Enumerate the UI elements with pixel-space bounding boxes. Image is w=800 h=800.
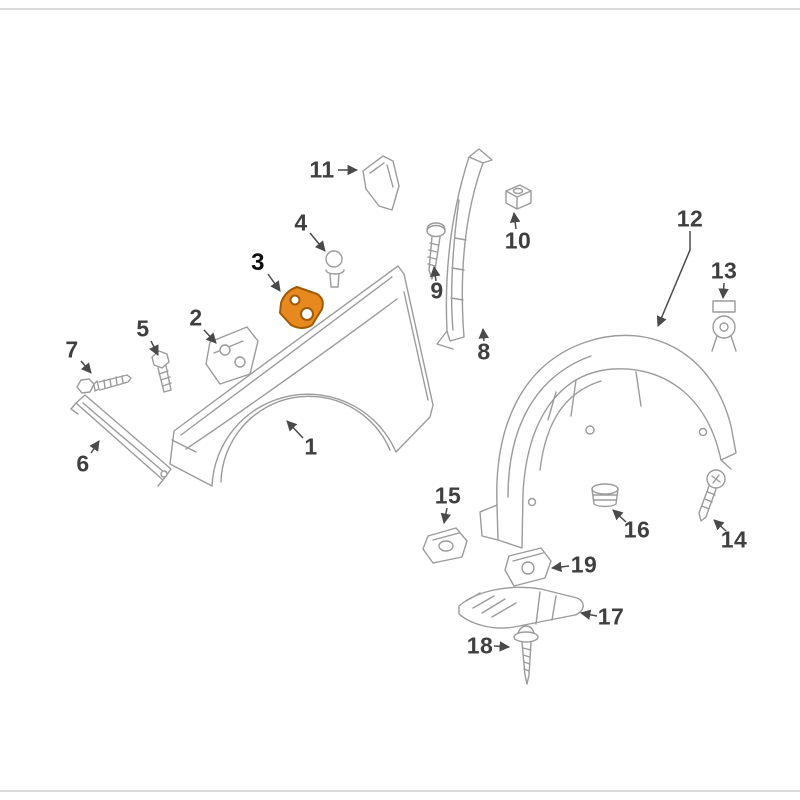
- part-label-12: 12: [676, 205, 704, 232]
- rivet-4-drawing: [325, 250, 345, 288]
- leader-line-10: [509, 211, 521, 230]
- leader-line-3: [267, 273, 281, 292]
- part-label-4: 4: [294, 209, 308, 236]
- fender-panel-drawing: [169, 265, 434, 487]
- clamp-19-drawing: [504, 547, 552, 587]
- leader-line-1: [286, 420, 304, 439]
- strip-6-drawing: [70, 394, 172, 487]
- bracket-3-highlighted-drawing: [279, 286, 324, 329]
- nut-10-drawing: [505, 184, 532, 210]
- leader-line-18: [493, 641, 511, 652]
- clamp-15-drawing: [422, 527, 468, 564]
- bracket-11-drawing: [362, 155, 400, 211]
- part-label-17: 17: [597, 603, 625, 630]
- part-label-2: 2: [189, 304, 203, 331]
- part-label-1: 1: [304, 433, 318, 460]
- part-label-7: 7: [65, 336, 79, 363]
- pillar-8-drawing: [436, 148, 493, 350]
- leader-line-6: [89, 440, 100, 454]
- leader-line-13: [718, 282, 729, 300]
- part-label-9: 9: [430, 277, 444, 304]
- screw-18-drawing: [513, 625, 539, 685]
- leader-line-19: [550, 561, 570, 573]
- leader-line-8: [478, 327, 490, 342]
- part-label-15: 15: [434, 482, 462, 509]
- part-label-6: 6: [76, 450, 90, 477]
- bolt-5-drawing: [151, 350, 172, 393]
- leader-line-16: [612, 509, 627, 523]
- leader-lines: [80, 164, 729, 652]
- leader-line-2: [203, 329, 217, 344]
- part-label-11: 11: [309, 156, 335, 183]
- bracket-2-drawing: [205, 326, 259, 385]
- part-label-19: 19: [570, 551, 598, 578]
- part-label-8: 8: [477, 338, 491, 365]
- screw-14-drawing: [698, 469, 726, 522]
- highlighted-part-shape: [279, 286, 324, 329]
- part-label-5: 5: [136, 315, 150, 342]
- leader-line-17: [579, 609, 598, 620]
- bolt-7-drawing: [76, 374, 132, 394]
- part-label-13: 13: [710, 257, 738, 284]
- wheel-arch-liner-drawing: [479, 334, 737, 549]
- part-label-3: 3: [251, 249, 265, 276]
- leader-line-15: [440, 507, 452, 525]
- screw-9-drawing: [426, 222, 446, 280]
- part-label-14: 14: [720, 526, 748, 553]
- leader-line-12: [656, 231, 691, 327]
- leader-line-4: [309, 232, 326, 252]
- grommet-16-drawing: [591, 483, 619, 508]
- leader-line-5: [149, 340, 159, 356]
- leader-line-14: [713, 519, 727, 532]
- leader-line-7: [80, 360, 92, 374]
- clip-13-drawing: [711, 300, 737, 352]
- leader-line-9: [430, 265, 441, 282]
- splash-shield-17-drawing: [458, 586, 584, 629]
- part-label-16: 16: [623, 516, 651, 543]
- part-label-18: 18: [466, 632, 494, 659]
- part-label-10: 10: [504, 227, 532, 254]
